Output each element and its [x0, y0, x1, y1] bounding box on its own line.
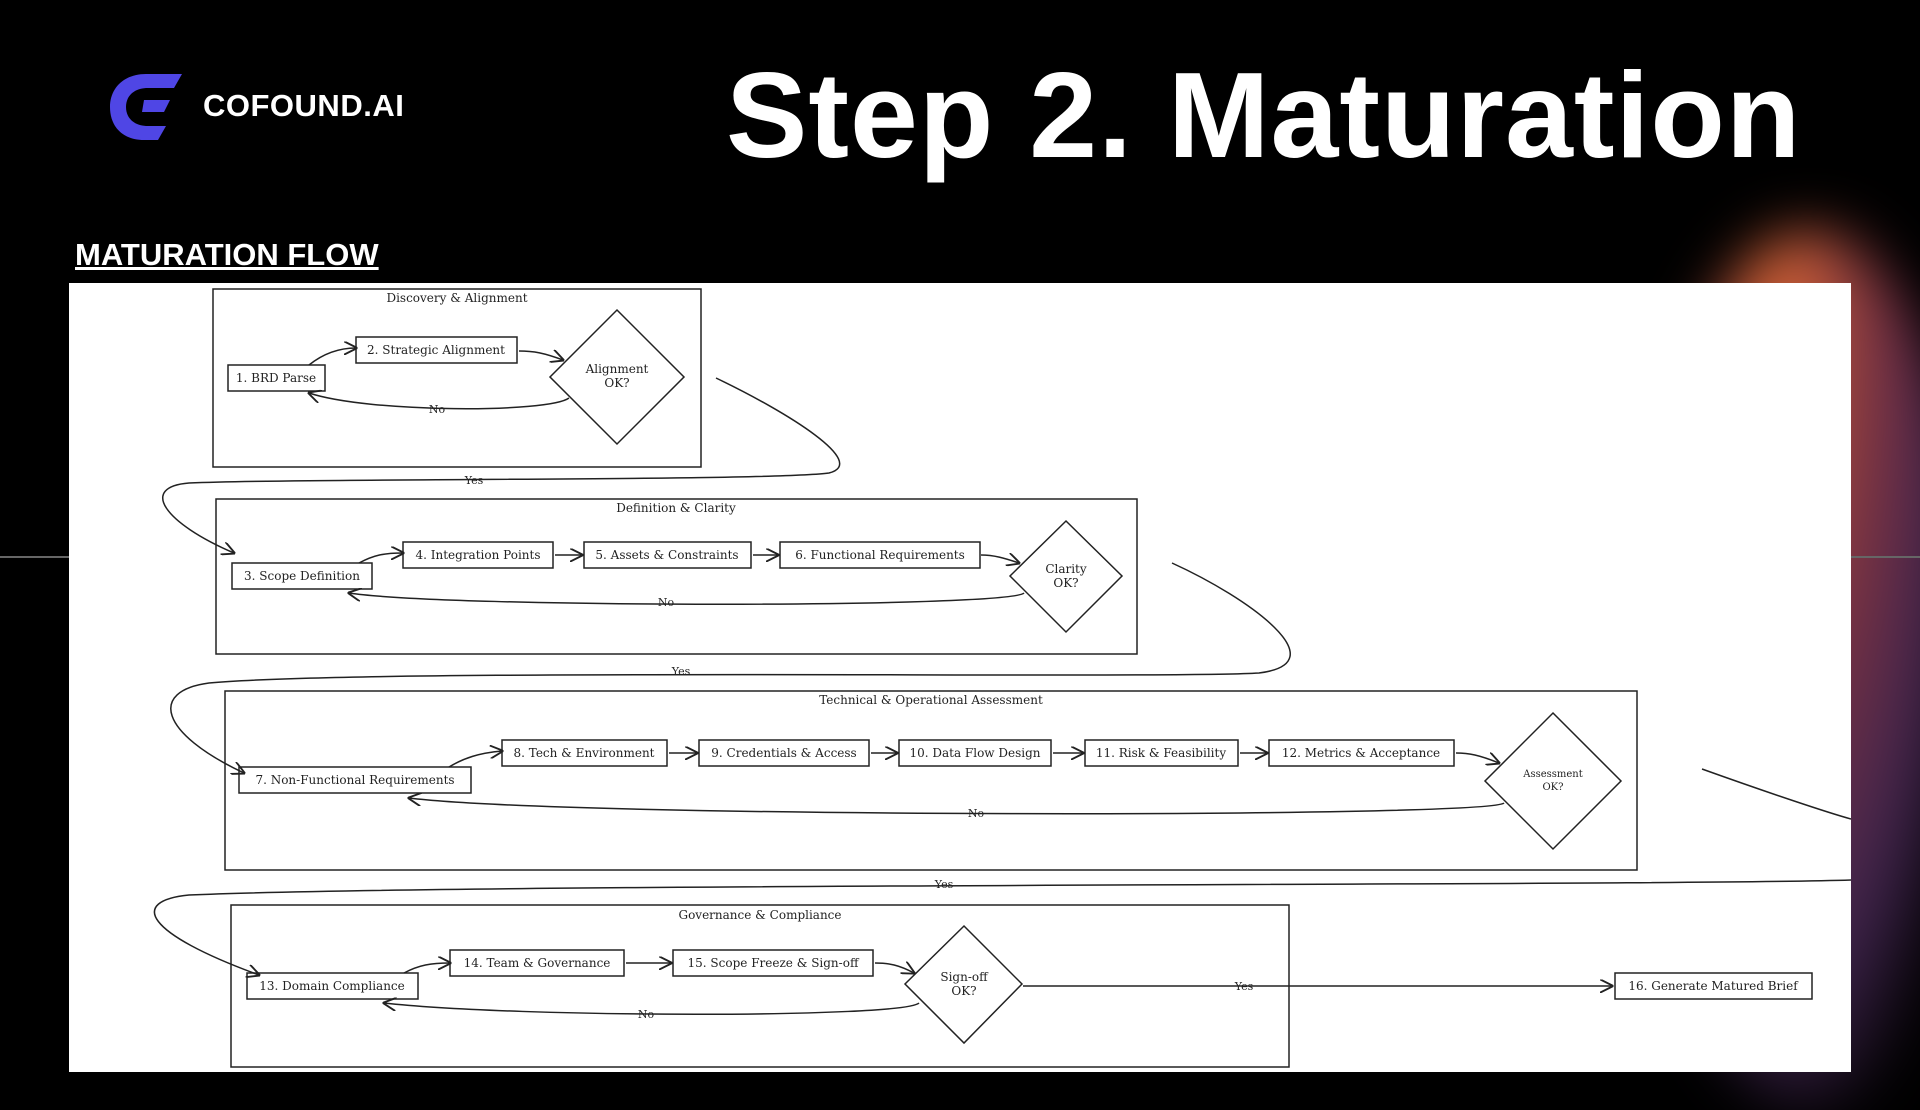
decision-4-line1: Sign-off [940, 970, 989, 984]
group-1-title: Discovery & Alignment [386, 291, 527, 305]
yes-label-4: Yes [1234, 980, 1254, 993]
no-arrow-1 [309, 393, 570, 410]
divider-left [0, 556, 75, 558]
yes-arrow-2 [170, 562, 1291, 773]
step-15-label: 15. Scope Freeze & Sign-off [688, 956, 860, 970]
step-3-label: 3. Scope Definition [244, 569, 360, 583]
section-label: MATURATION FLOW [75, 237, 379, 272]
brand-name: COFOUND.AI [203, 88, 405, 123]
yes-label-1: Yes [464, 474, 484, 487]
step-11-label: 11. Risk & Feasibility [1096, 746, 1226, 760]
no-arrow-3 [409, 798, 1505, 815]
step-12-box [1268, 739, 1455, 767]
no-arrow-2 [349, 593, 1025, 605]
decision-signoff [903, 924, 1024, 1045]
step-15-box [672, 949, 874, 977]
no-label-4: No [638, 1008, 655, 1021]
step-8-label: 8. Tech & Environment [513, 746, 654, 760]
group-technical-assessment [224, 690, 1638, 871]
step-4-label: 4. Integration Points [415, 548, 540, 562]
step-16-box [1614, 972, 1813, 1000]
step-5-box [583, 541, 752, 569]
group-3-title: Technical & Operational Assessment [819, 693, 1043, 707]
flow-diagram: Discovery & Alignment Definition & Clari… [69, 283, 1851, 1072]
step-1-label: 1. BRD Parse [236, 371, 316, 385]
no-label-3: No [968, 807, 985, 820]
yes-label-2: Yes [671, 665, 691, 678]
page-title: Step 2. Maturation [726, 47, 1802, 183]
step-7-box [238, 766, 472, 794]
step-6-box [779, 541, 981, 569]
yes-arrow-3 [153, 768, 1851, 975]
decision-3-line2: OK? [1542, 782, 1563, 793]
cofound-logo-icon [110, 74, 182, 140]
decision-2-line1: Clarity [1045, 562, 1087, 576]
step-2-label: 2. Strategic Alignment [367, 343, 505, 357]
group-discovery-alignment [212, 288, 702, 468]
step-16-label: 16. Generate Matured Brief [1628, 979, 1799, 993]
step-3-box [231, 562, 373, 590]
step-5-label: 5. Assets & Constraints [595, 548, 738, 562]
step-6-label: 6. Functional Requirements [795, 548, 965, 562]
yes-label-3: Yes [934, 878, 954, 891]
no-label-1: No [429, 403, 446, 416]
decision-1-line1: Alignment [585, 362, 649, 376]
no-label-2: No [658, 596, 675, 609]
step-7-label: 7. Non-Functional Requirements [255, 773, 454, 787]
yes-arrow-1 [162, 377, 841, 553]
no-arrow-4 [384, 1003, 920, 1015]
step-10-box [898, 739, 1052, 767]
step-12-label: 12. Metrics & Acceptance [1282, 746, 1440, 760]
divider-right [1851, 556, 1920, 558]
decision-4-line2: OK? [951, 984, 976, 998]
decision-alignment [548, 308, 686, 446]
group-4-title: Governance & Compliance [678, 908, 841, 922]
decision-2-line2: OK? [1053, 576, 1078, 590]
decision-assessment [1483, 711, 1623, 851]
step-1-box [227, 364, 326, 392]
step-13-label: 13. Domain Compliance [259, 979, 405, 993]
decision-3-line1: Assessment [1522, 769, 1583, 780]
step-11-box [1084, 739, 1239, 767]
step-14-label: 14. Team & Governance [464, 956, 611, 970]
step-10-label: 10. Data Flow Design [909, 746, 1040, 760]
decision-clarity [1008, 519, 1124, 634]
group-definition-clarity [215, 498, 1138, 655]
group-2-title: Definition & Clarity [616, 501, 736, 515]
step-9-label: 9. Credentials & Access [711, 746, 856, 760]
step-9-box [698, 739, 870, 767]
decision-1-line2: OK? [604, 376, 629, 390]
